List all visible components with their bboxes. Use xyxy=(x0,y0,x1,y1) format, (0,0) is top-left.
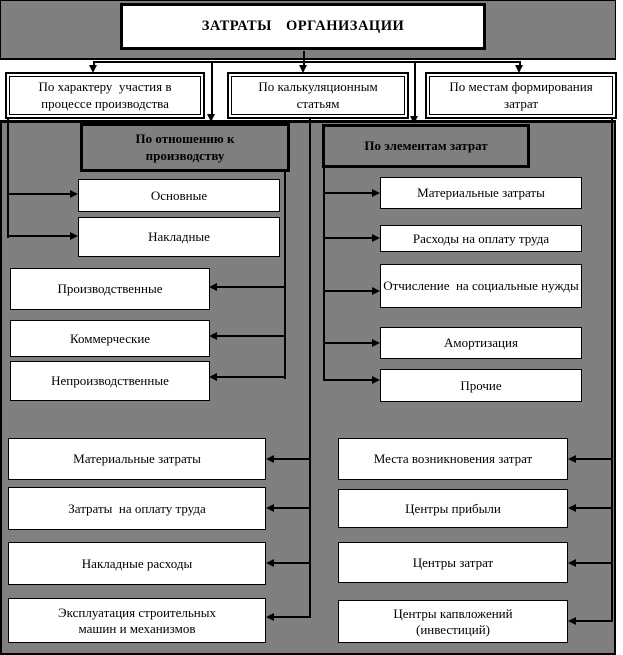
node-materialnye-zatraty-elem: Материальные затраты xyxy=(380,177,582,209)
node-kommercheskie: Коммерческие xyxy=(10,320,210,357)
arrowhead-down-left-category xyxy=(89,65,97,73)
node-osnovnye: Основные xyxy=(78,179,280,212)
connector-to-zatraty-oplata xyxy=(274,507,309,509)
connector-to-mesta xyxy=(576,458,611,460)
connector-drop-middle xyxy=(303,61,305,66)
connector-to-centry-zatrat xyxy=(576,562,611,564)
node-proizvodstvennye: Производственные xyxy=(10,268,210,310)
arrowhead-down-elements-header xyxy=(410,116,418,124)
arrowhead-amortizacia xyxy=(372,339,380,347)
connector-drop-right xyxy=(519,61,521,66)
arrowhead-proizvodstvennye xyxy=(209,283,217,291)
arrowhead-oplata-truda xyxy=(372,234,380,242)
connector-to-material-elem xyxy=(325,192,372,194)
connector-to-centry-pribyli xyxy=(576,507,611,509)
category-by-participation: По характеру участия в процессе производ… xyxy=(5,72,205,119)
arrowhead-neproizvodstvennye xyxy=(209,373,217,381)
connector-drop-relation-header xyxy=(211,61,213,115)
connector-to-nakladnye xyxy=(9,235,70,237)
connector-to-social xyxy=(325,290,372,292)
connector-to-proizvodstvennye xyxy=(217,286,284,288)
connector-to-centry-kapvlozheniy xyxy=(576,620,611,622)
connector-vline-elements xyxy=(323,167,325,381)
node-ekspluatacia-mashin: Эксплуатация строительных машин и механи… xyxy=(8,598,266,643)
node-amortizacia: Амортизация xyxy=(380,327,582,359)
node-otchislenie-socialnye: Отчисление на социальные нужды xyxy=(380,264,582,308)
connector-branch-horizontal xyxy=(94,61,521,63)
node-centry-pribyli: Центры прибыли xyxy=(338,489,568,528)
connector-to-nakladnye-rashody xyxy=(274,562,309,564)
connector-vline-participation xyxy=(7,119,9,238)
arrowhead-material-elem xyxy=(372,189,380,197)
connector-title-stem xyxy=(303,51,305,62)
connector-to-amortizacia xyxy=(325,342,372,344)
arrowhead-social xyxy=(372,287,380,295)
arrowhead-centry-pribyli xyxy=(568,504,576,512)
node-prochie: Прочие xyxy=(380,369,582,402)
arrowhead-down-relation-header xyxy=(207,114,215,122)
connector-to-ekspluatacia xyxy=(274,616,309,618)
arrowhead-prochie xyxy=(372,376,380,384)
arrowhead-nakladnye-rashody xyxy=(266,559,274,567)
connector-drop-left xyxy=(93,61,95,66)
arrowhead-centry-zatrat xyxy=(568,559,576,567)
connector-vline-formation xyxy=(611,119,613,622)
category-by-formation-place: По местам формирования затрат xyxy=(425,72,617,119)
category-by-calculation: По калькуляционным статьям xyxy=(227,72,409,119)
connector-drop-elements-header xyxy=(414,61,416,117)
connector-to-oplata-truda xyxy=(325,237,372,239)
node-centry-kapvlozheniy: Центры капвложений (инвестиций) xyxy=(338,600,568,643)
connector-to-osnovnye xyxy=(9,193,70,195)
node-nakladnye-rashody: Накладные расходы xyxy=(8,542,266,585)
arrowhead-osnovnye xyxy=(70,190,78,198)
arrowhead-nakladnye xyxy=(70,232,78,240)
connector-to-kommercheskie xyxy=(217,335,284,337)
node-zatraty-na-oplatu-truda: Затраты на оплату труда xyxy=(8,487,266,530)
arrowhead-centry-kapvlozheniy xyxy=(568,617,576,625)
node-mesta-vozniknovenia: Места возникновения затрат xyxy=(338,438,568,480)
connector-to-neproizvodstvennye xyxy=(217,376,284,378)
arrowhead-zatraty-oplata xyxy=(266,504,274,512)
arrowhead-ekspluatacia xyxy=(266,613,274,621)
node-nakladnye: Накладные xyxy=(78,217,280,257)
connector-to-prochie xyxy=(325,379,372,381)
connector-vline-calculation xyxy=(309,119,311,618)
connector-vline-relation xyxy=(284,171,286,379)
arrowhead-mesta xyxy=(568,455,576,463)
header-relation-to-production: По отношению к производству xyxy=(80,123,290,172)
node-rashody-na-oplatu-truda: Расходы на оплату труда xyxy=(380,225,582,252)
arrowhead-down-middle-category xyxy=(299,65,307,73)
diagram-title: ЗАТРАТЫ ОРГАНИЗАЦИИ xyxy=(120,3,486,50)
node-materialnye-zatraty-calc: Материальные затраты xyxy=(8,438,266,480)
node-neproizvodstvennye: Непроизводственные xyxy=(10,361,210,401)
arrowhead-kommercheskie xyxy=(209,332,217,340)
arrowhead-down-right-category xyxy=(515,65,523,73)
arrowhead-material-calc xyxy=(266,455,274,463)
header-cost-elements: По элементам затрат xyxy=(322,124,530,168)
node-centry-zatrat: Центры затрат xyxy=(338,542,568,583)
connector-to-material-calc xyxy=(274,458,309,460)
